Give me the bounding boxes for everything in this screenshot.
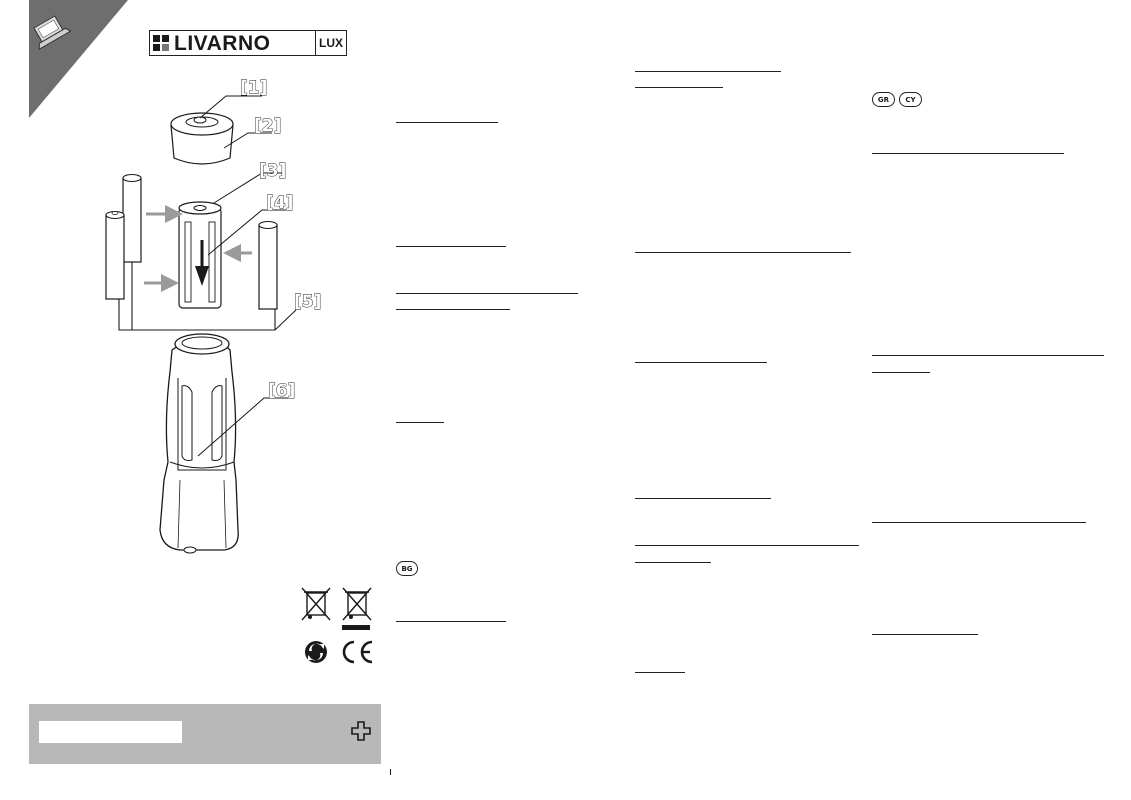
- footer-band: [29, 704, 381, 764]
- heading-rule: [872, 355, 1104, 356]
- battery-holder: [178, 201, 222, 309]
- end-cap: [170, 112, 234, 165]
- crossed-wheelie-bin-with-bar-icon: [342, 587, 372, 630]
- heading-rule: [635, 87, 723, 88]
- laptop-icon: [33, 15, 72, 51]
- heading-rule: [872, 522, 1086, 523]
- country-badge-gr: GR: [872, 92, 895, 107]
- heading-rule: [635, 672, 685, 673]
- heading-rule: [635, 71, 781, 72]
- sub-brand-box: LUX: [315, 31, 346, 55]
- heading-rule: [635, 362, 767, 363]
- heading-rule: [396, 122, 498, 123]
- battery-left-top: [122, 173, 142, 263]
- callout-6: [6]: [268, 381, 295, 401]
- battery-left-bottom: [105, 210, 125, 300]
- ce-mark-icon: [342, 640, 373, 664]
- flashlight-exploded-diagram: [1] [2] [3] [4] [5] [6]: [105, 78, 322, 554]
- heading-rule: [396, 309, 510, 310]
- heading-rule: [635, 562, 711, 563]
- callout-3: [3]: [259, 161, 286, 181]
- heading-rule: [635, 545, 859, 546]
- green-dot-icon: [305, 641, 327, 663]
- heading-rule: [635, 252, 851, 253]
- country-badge-bg: BG: [396, 561, 418, 576]
- heading-rule: [396, 621, 506, 622]
- heading-rule: [635, 498, 771, 499]
- heading-rule: [872, 634, 978, 635]
- crossed-wheelie-bin-icon: [301, 587, 331, 621]
- flashlight-body: [159, 333, 239, 554]
- page-marker: [390, 769, 391, 775]
- heading-rule: [396, 422, 444, 423]
- plus-cross-icon: [351, 721, 371, 741]
- heading-rule: [872, 372, 930, 373]
- callout-1: [1]: [240, 78, 267, 98]
- compliance-symbols: [301, 587, 373, 664]
- lidl-service-ribbon: www.lidl-service.com: [29, 0, 128, 118]
- sub-brand-text: LUX: [319, 36, 343, 50]
- batteries-bracket: [118, 299, 276, 331]
- logo-mark-icon: [153, 35, 169, 51]
- livarno-lux-logo: LIVARNO LUX: [149, 30, 347, 56]
- brand-wordmark: LIVARNO: [174, 31, 271, 55]
- heading-rule: [396, 293, 578, 294]
- footer-blank-field: [39, 721, 182, 743]
- callout-2: [2]: [254, 116, 281, 136]
- country-badge-cy: CY: [899, 92, 922, 107]
- heading-rule: [872, 153, 1064, 154]
- battery-right: [258, 220, 278, 310]
- callout-4: [4]: [266, 193, 293, 213]
- callout-5: [5]: [294, 292, 321, 312]
- heading-rule: [396, 246, 506, 247]
